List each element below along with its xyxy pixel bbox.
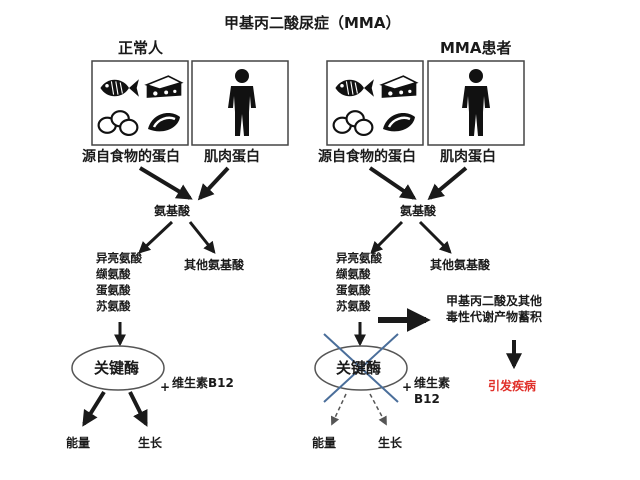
aa-valine: 缬氨酸	[336, 267, 371, 281]
label-amino-acids-left: 氨基酸	[154, 204, 191, 218]
arrow-aa-to-other-left	[188, 221, 216, 254]
enzyme-ellipse-left	[71, 345, 165, 391]
label-food-protein-left: 源自食物的蛋白	[82, 149, 180, 165]
plus-right: +	[402, 380, 413, 394]
output-energy-right: 能量	[312, 436, 337, 450]
aa-isoleucine: 异亮氨酸	[96, 251, 142, 265]
amino-acid-list-left: 异亮氨酸 缬氨酸 蛋氨酸 苏氨酸	[96, 250, 156, 314]
label-muscle-protein-right: 肌肉蛋白	[440, 149, 496, 165]
output-growth-left: 生长	[138, 436, 163, 450]
enzyme-label-left: 关键酶	[94, 359, 140, 377]
arrow-food-to-aa-left	[138, 166, 193, 200]
arrow-food-to-aa-right	[368, 166, 417, 200]
amino-acid-list-right: 异亮氨酸 缬氨酸 蛋氨酸 苏氨酸	[336, 250, 396, 314]
cross-line-2	[323, 333, 399, 403]
plus-left: +	[160, 380, 171, 394]
enzyme-label-right: 关键酶	[336, 359, 382, 377]
label-other-amino-acids-right: 其他氨基酸	[430, 258, 491, 272]
arrow-enzyme-to-growth-left	[128, 391, 148, 427]
aa-methionine: 蛋氨酸	[96, 283, 131, 297]
arrow-muscle-to-aa-right	[427, 166, 468, 201]
arrow-aa-to-other-right	[418, 220, 452, 254]
dashed-arrow-energy-right	[330, 393, 347, 426]
arrow-muscle-to-aa-left	[197, 166, 230, 201]
aa-threonine: 苏氨酸	[96, 299, 131, 313]
disease-label: 引发疾病	[488, 379, 537, 393]
label-amino-acids-right: 氨基酸	[400, 204, 437, 218]
heading-mma-patient: MMA患者	[440, 39, 512, 57]
dashed-arrow-growth-right	[369, 393, 387, 426]
label-food-protein-right: 源自食物的蛋白	[318, 149, 416, 165]
aa-methionine: 蛋氨酸	[336, 283, 371, 297]
aa-threonine: 苏氨酸	[336, 299, 371, 313]
arrow-aa-to-list-left	[138, 220, 174, 254]
cofactor-right-line-2: B12	[414, 392, 440, 406]
arrow-aa-to-list-right	[370, 220, 404, 254]
accumulation-line-2: 毒性代谢产物蓄积	[446, 310, 543, 324]
arrow-enzyme-to-energy-left	[82, 390, 106, 427]
aa-isoleucine: 异亮氨酸	[336, 251, 382, 265]
aa-valine: 缬氨酸	[96, 267, 131, 281]
label-muscle-protein-left: 肌肉蛋白	[204, 149, 260, 165]
cofactor-left: 维生素B12	[172, 376, 234, 390]
heading-normal: 正常人	[118, 39, 164, 57]
label-other-amino-acids-left: 其他氨基酸	[184, 258, 245, 272]
accumulation-line-1: 甲基丙二酸及其他	[446, 294, 543, 308]
output-energy-left: 能量	[66, 436, 91, 450]
output-growth-right: 生长	[378, 436, 403, 450]
cofactor-right-line-1: 维生素	[414, 376, 451, 390]
diagram-title: 甲基丙二酸尿症（MMA）	[224, 14, 401, 32]
